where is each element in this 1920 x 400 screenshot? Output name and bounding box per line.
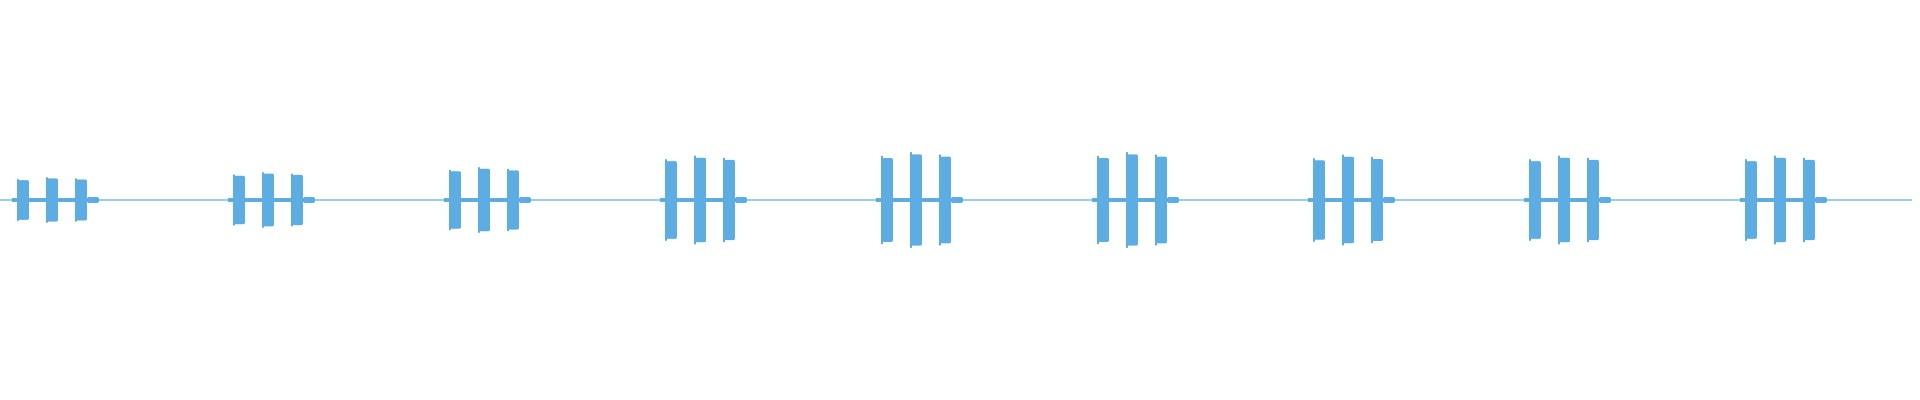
waveform-noise — [1757, 198, 1775, 202]
waveform-pulse-edge — [46, 177, 48, 223]
waveform-pulse — [1098, 158, 1109, 242]
waveform-tail — [519, 197, 531, 203]
waveform-pulse-edge — [291, 173, 293, 227]
waveform-pulse — [1372, 158, 1383, 242]
waveform-noise — [29, 198, 47, 202]
waveform-pulse — [47, 178, 58, 222]
waveform-pulse — [695, 157, 706, 243]
waveform-tail — [1383, 197, 1395, 203]
pulse-group — [1308, 154, 1395, 246]
waveform-pulse — [1804, 159, 1815, 241]
waveform-tail — [1167, 197, 1179, 203]
waveform-lead — [1740, 198, 1746, 202]
waveform-pulse — [1314, 160, 1325, 240]
waveform-tail — [735, 197, 747, 203]
waveform-lead — [1092, 198, 1098, 202]
pulse-group — [444, 167, 531, 233]
waveform-tail — [303, 197, 315, 203]
waveform-pulses — [12, 152, 1827, 248]
waveform-pulse — [911, 154, 922, 246]
waveform-pulse — [1588, 159, 1599, 241]
pulse-group — [876, 152, 963, 248]
waveform-pulse — [1156, 156, 1167, 244]
waveform-pulse-edge — [1774, 155, 1776, 245]
waveform-pulse — [724, 159, 735, 241]
waveform-pulse-edge — [262, 172, 264, 228]
waveform-pulse — [882, 158, 893, 242]
waveform-pulse — [76, 179, 87, 221]
waveform-noise — [461, 198, 479, 202]
waveform-noise — [1570, 198, 1588, 202]
waveform-noise — [677, 198, 695, 202]
waveform-pulse — [508, 170, 519, 230]
pulse-group — [1092, 152, 1179, 248]
waveform-pulse — [1746, 161, 1757, 239]
waveform-noise — [490, 198, 508, 202]
waveform-pulse — [1127, 154, 1138, 246]
waveform-pulse — [18, 180, 29, 220]
waveform-pulse — [1559, 157, 1570, 243]
waveform-noise — [1786, 198, 1804, 202]
waveform-lead — [1524, 198, 1530, 202]
waveform-pulse-edge — [1155, 154, 1157, 246]
pulse-group — [660, 155, 747, 245]
waveform-tail — [1815, 197, 1827, 203]
waveform-noise — [1354, 198, 1372, 202]
waveform-pulse — [234, 175, 245, 225]
waveform-pulse-edge — [694, 155, 696, 245]
waveform-pulse-edge — [1803, 157, 1805, 243]
pulse-group — [1740, 155, 1827, 245]
waveform-pulse — [263, 173, 274, 227]
pulse-group — [12, 177, 99, 223]
waveform-pulse — [292, 174, 303, 226]
waveform-tail — [87, 197, 99, 203]
waveform-pulse — [479, 168, 490, 232]
waveform-pulse-edge — [910, 152, 912, 248]
waveform-noise — [245, 198, 263, 202]
waveform-pulse-edge — [1558, 155, 1560, 245]
waveform-pulse — [1775, 157, 1786, 243]
waveform-tail — [1599, 197, 1611, 203]
waveform-lead — [12, 198, 18, 202]
waveform-pulse — [940, 156, 951, 244]
waveform-lead — [444, 198, 450, 202]
waveform-pulse-edge — [1587, 157, 1589, 243]
waveform-noise — [1541, 198, 1559, 202]
waveform-pulse-edge — [478, 167, 480, 233]
waveform-noise — [1138, 198, 1156, 202]
waveform-pulse — [450, 171, 461, 229]
waveform-lead — [228, 198, 234, 202]
waveform-pulse — [666, 161, 677, 239]
waveform-noise — [1109, 198, 1127, 202]
waveform-lead — [660, 198, 666, 202]
pulse-group — [228, 172, 315, 228]
waveform-pulse-edge — [1371, 156, 1373, 244]
waveform-pulse-edge — [1126, 152, 1128, 248]
pulse-group — [1524, 155, 1611, 245]
waveform-pulse — [1530, 161, 1541, 239]
waveform-noise — [1325, 198, 1343, 202]
waveform-noise — [706, 198, 724, 202]
waveform-noise — [893, 198, 911, 202]
waveform-pulse-edge — [1342, 154, 1344, 246]
waveform-lead — [1308, 198, 1314, 202]
waveform-noise — [922, 198, 940, 202]
waveform-pulse-edge — [723, 157, 725, 243]
waveform-tail — [951, 197, 963, 203]
waveform-pulse-edge — [939, 154, 941, 246]
waveform-noise — [274, 198, 292, 202]
waveform-pulse-edge — [507, 168, 509, 232]
waveform-pulse — [1343, 156, 1354, 244]
waveform-pulse-edge — [75, 178, 77, 222]
waveform-lead — [876, 198, 882, 202]
waveform-noise — [58, 198, 76, 202]
